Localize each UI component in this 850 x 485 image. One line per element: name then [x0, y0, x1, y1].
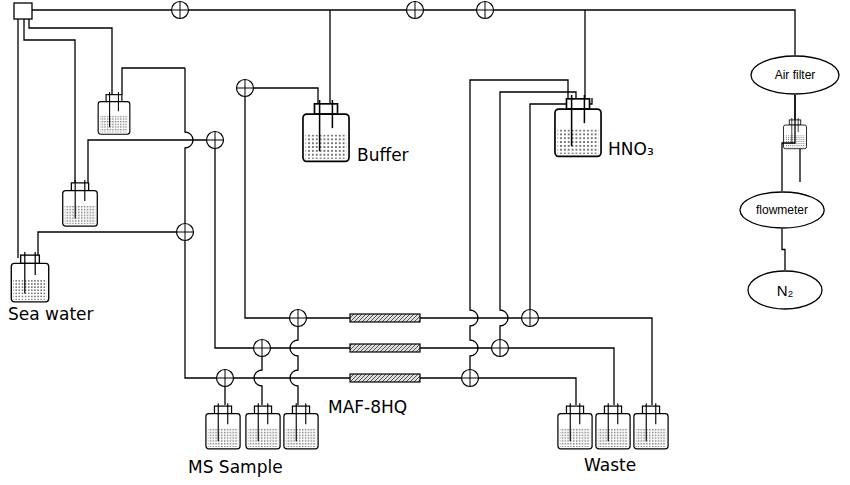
- tubing: [14, 3, 800, 405]
- component-label: HNO₃: [606, 140, 656, 160]
- columns: [350, 314, 420, 382]
- gas-line: [782, 229, 785, 270]
- device-name: Air filter: [775, 68, 816, 82]
- component-label: Waste: [582, 456, 638, 476]
- device-ellipse: Air filter: [750, 55, 840, 95]
- component-label: Sea water: [6, 305, 96, 325]
- device-name: flowmeter: [756, 203, 808, 217]
- device-ellipse: N₂: [747, 270, 823, 310]
- component-label: MAF-8HQ: [326, 398, 409, 418]
- bottles: [11, 92, 806, 449]
- component-label: MS Sample: [186, 458, 285, 478]
- device-ellipse: flowmeter: [739, 191, 825, 229]
- device-name: N₂: [777, 282, 794, 299]
- valves: [172, 2, 539, 387]
- gas-line: [782, 95, 795, 191]
- component-label: Buffer: [355, 146, 411, 166]
